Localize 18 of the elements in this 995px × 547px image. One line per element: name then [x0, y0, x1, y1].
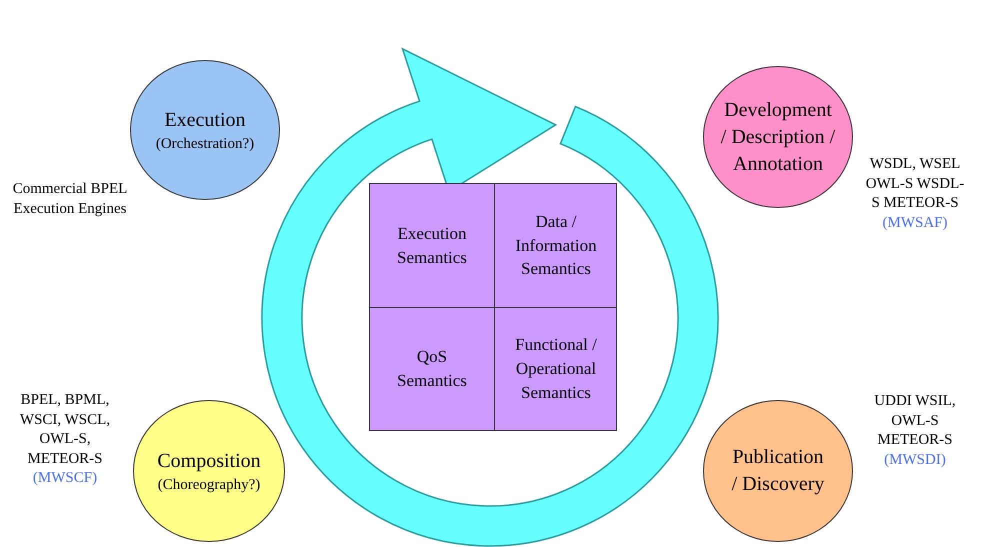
semantics-cell: QoS Semantics — [370, 307, 494, 430]
tool-name: (MWSDI) — [884, 450, 946, 470]
phase-subtitle: (Orchestration?) — [156, 136, 254, 153]
semantics-cell: Execution Semantics — [370, 184, 494, 307]
phase-title: Publication / Discovery — [730, 445, 826, 497]
phase-subtitle: (Choreography?) — [158, 477, 260, 494]
semantics-cell: Functional / Operational Semantics — [494, 307, 617, 430]
semantics-cell: Data / Information Semantics — [494, 184, 617, 307]
phase-title: Development / Description / Annotation — [720, 98, 836, 176]
phase-title: Execution — [164, 108, 246, 133]
technology-list: Commercial BPEL Execution Engines — [5, 180, 135, 219]
tool-name: (MWSCF) — [32, 469, 98, 488]
technology-list: BPEL, BPML, WSCI, WSCL, OWL-S, METEOR-S — [10, 391, 120, 469]
semantics-grid — [369, 183, 617, 431]
technology-list: UDDI WSIL, OWL-S METEOR-S — [865, 392, 965, 450]
technology-list: WSDL, WSEL OWL-S WSDL-S METEOR-S — [865, 155, 965, 214]
tool-name: (MWSAF) — [882, 214, 948, 232]
phase-title: Composition — [157, 449, 261, 474]
